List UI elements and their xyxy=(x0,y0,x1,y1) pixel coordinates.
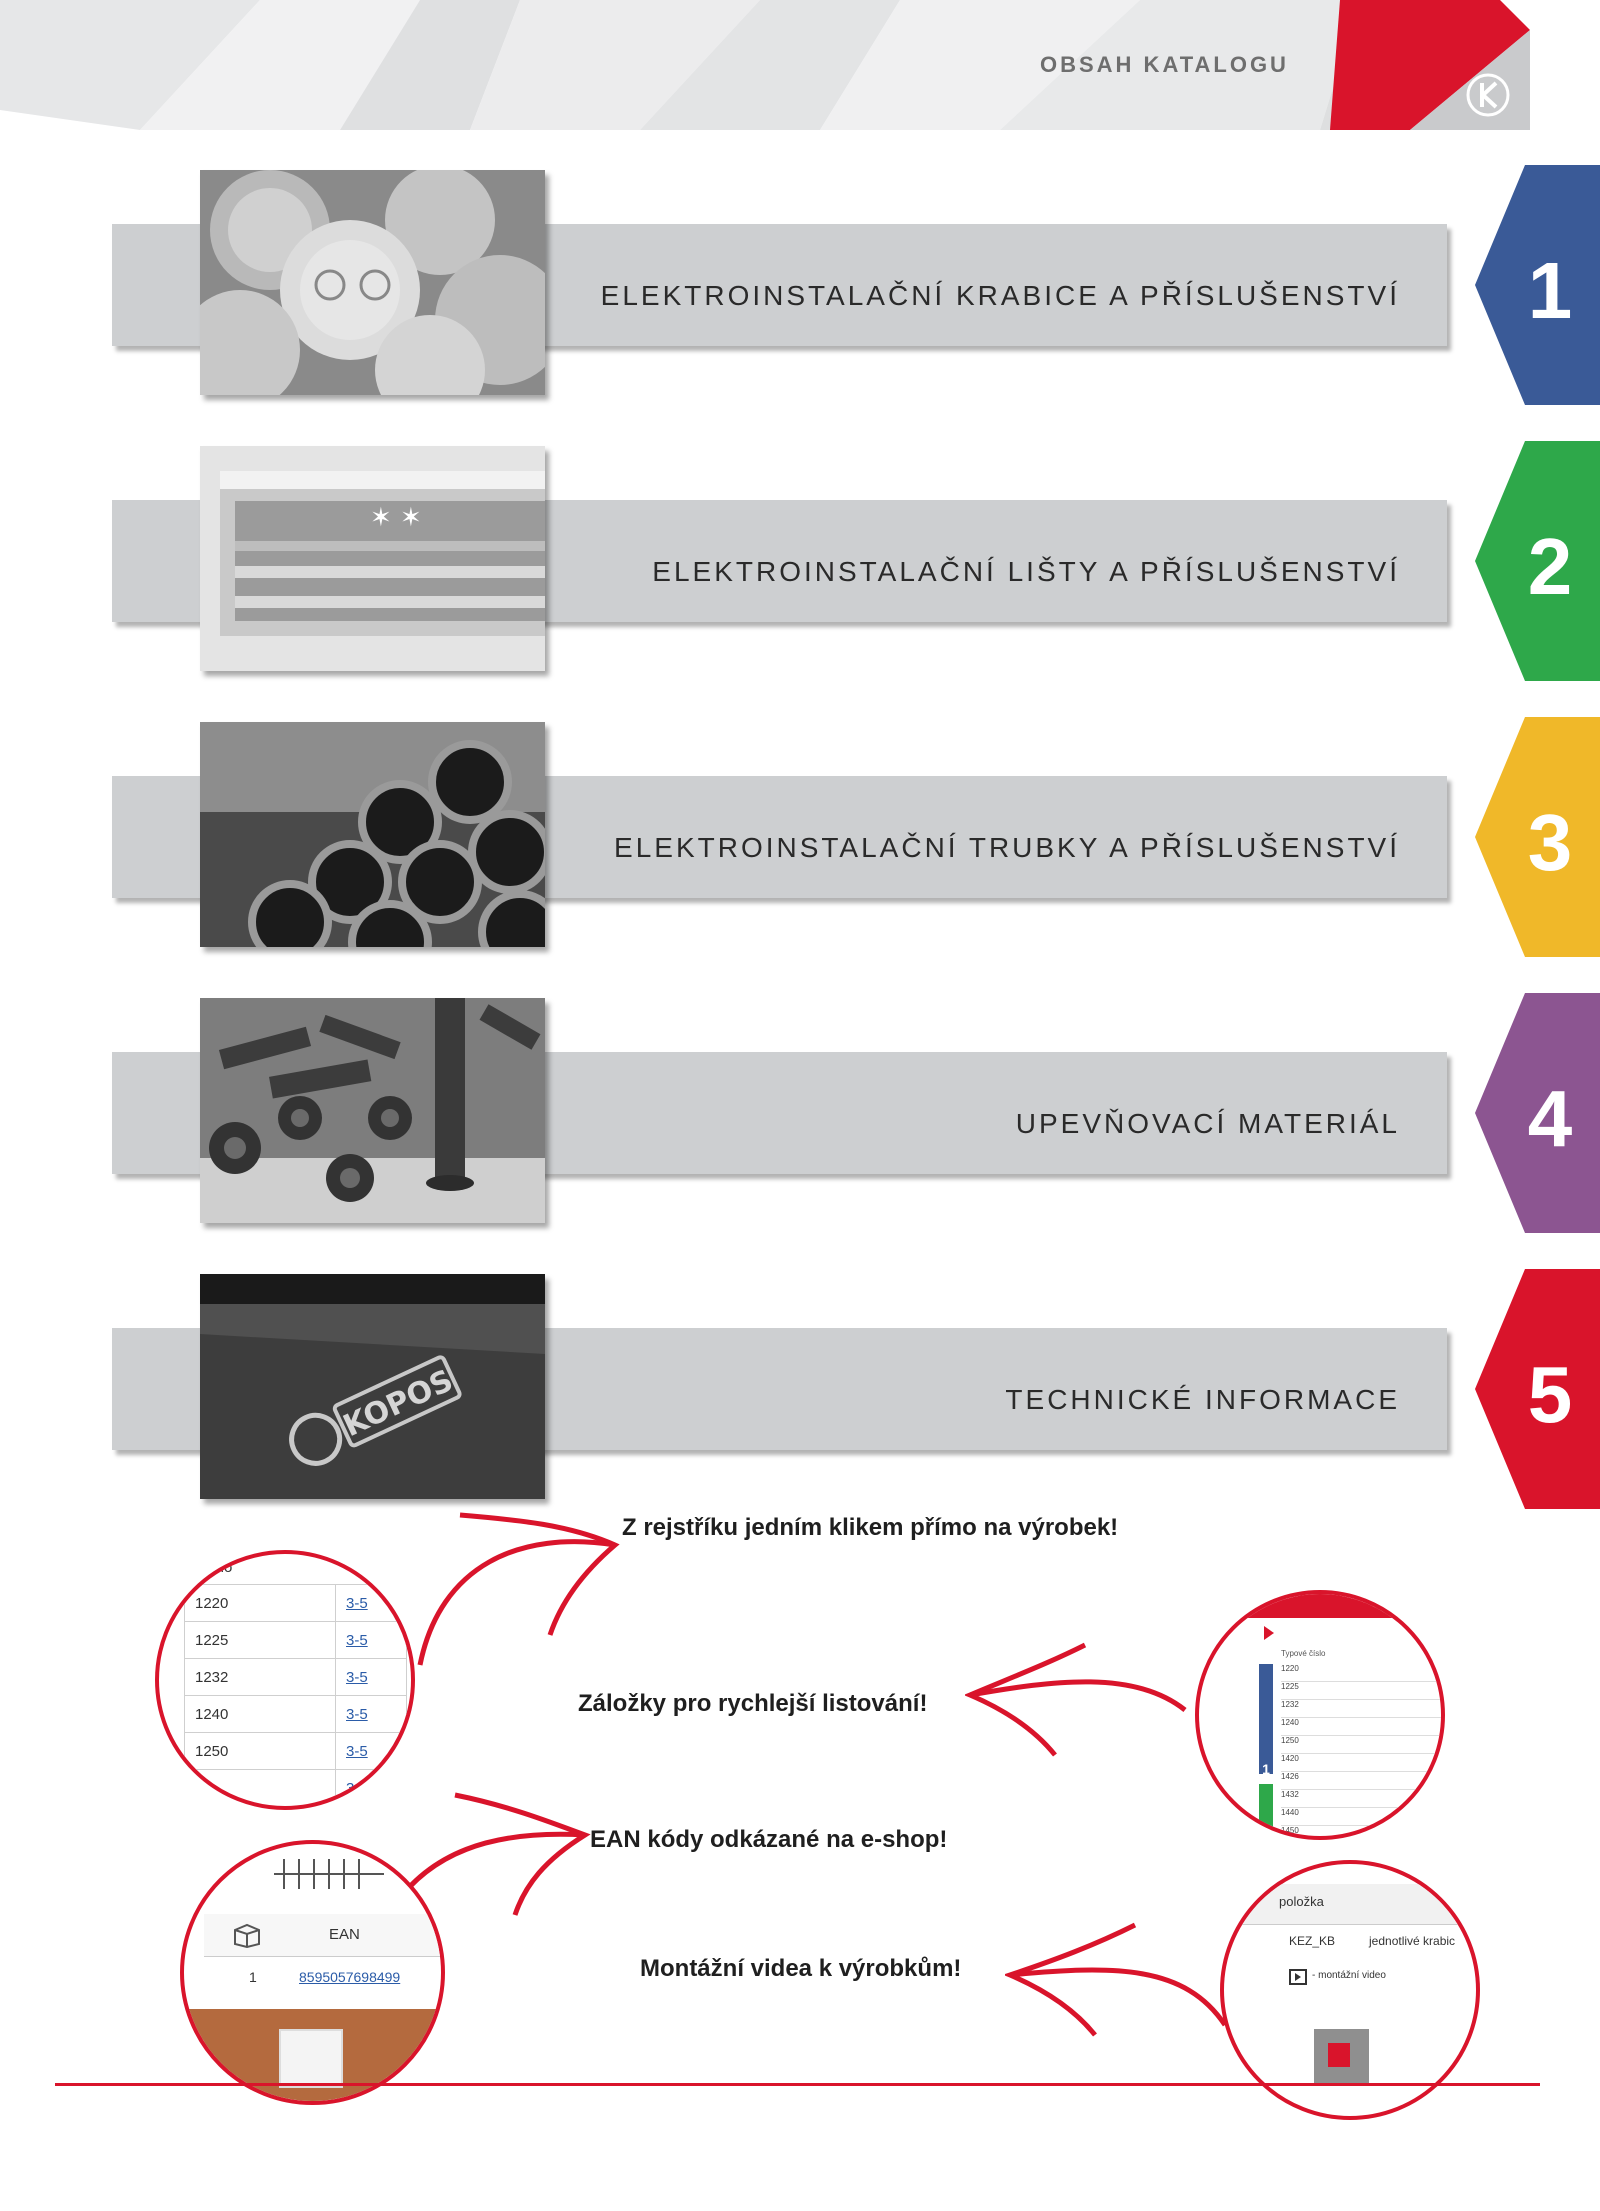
table-row: 1232 xyxy=(1281,1700,1441,1718)
arrow-icon xyxy=(1005,1922,1228,2037)
chapter-tab-1[interactable] xyxy=(1475,165,1600,405)
footer-line xyxy=(55,2083,1540,2086)
section-title: ELEKTROINSTALAČNÍ LIŠTY A PŘÍSLUŠENSTVÍ xyxy=(652,556,1400,587)
page-link[interactable]: 3-4 xyxy=(335,1769,407,1806)
section-title: UPEVŇOVACÍ MATERIÁL xyxy=(1015,1108,1400,1139)
kopos-logo-photo: KOPOS xyxy=(200,1274,545,1499)
page-link[interactable]: 3-5 xyxy=(335,1732,407,1770)
chapter-tab-2[interactable] xyxy=(1475,441,1600,681)
socket-shape xyxy=(279,2029,343,2088)
arrow-icon xyxy=(417,1512,620,1666)
promo-videos-text: Montážní videa k výrobkům! xyxy=(640,1955,962,1982)
video-magnifier: položka KEZ_KB jednotlivé krabic - montá… xyxy=(1220,1860,1480,2120)
arrow-icon xyxy=(965,1642,1187,1757)
chapter-tab-4[interactable] xyxy=(1475,993,1600,1233)
chapter-tab-5[interactable] xyxy=(1475,1269,1600,1509)
video-row-code: KEZ_KB xyxy=(1289,1934,1336,1948)
table-row: 1440 xyxy=(1281,1808,1441,1826)
kopos-k-logo-icon xyxy=(1466,73,1510,117)
table-row: 1225 xyxy=(1281,1682,1441,1700)
fasteners-photo xyxy=(200,998,545,1223)
triangle-icon xyxy=(1264,1626,1274,1640)
page-link[interactable]: 3-5 xyxy=(335,1584,407,1622)
video-thumbnail-button[interactable] xyxy=(1314,2029,1369,2084)
table-row: 1450 xyxy=(1281,1826,1441,1836)
conduit-pipes-photo xyxy=(200,722,545,947)
svg-text:✶ ✶: ✶ ✶ xyxy=(370,503,422,533)
grid-icon xyxy=(274,1859,384,1889)
video-column-label: položka xyxy=(1279,1894,1324,1909)
promo-ean-text: EAN kódy odkázané na e-shop! xyxy=(590,1826,948,1853)
video-row-desc: jednotlivé krabic xyxy=(1369,1934,1456,1948)
table-cell: 1220 xyxy=(184,1584,336,1622)
section-1[interactable]: ELEKTROINSTALAČNÍ KRABICE A PŘÍSLUŠENSTV… xyxy=(0,165,1600,410)
table-cell: 1225 xyxy=(184,1621,336,1659)
bookmark-tab-2[interactable]: 2 xyxy=(1259,1784,1273,1836)
table-cell: 20 xyxy=(184,1769,336,1806)
chapter-number: 3 xyxy=(1527,798,1573,887)
chapter-number: 1 xyxy=(1527,246,1573,335)
table-row: 1432 xyxy=(1281,1790,1441,1808)
page-link[interactable]: 3-5 xyxy=(335,1621,407,1659)
chapter-number: 5 xyxy=(1527,1350,1573,1439)
ean-column-label: EAN xyxy=(329,1926,360,1943)
installation-photo xyxy=(184,2009,441,2101)
table-row: 1426 xyxy=(1281,1772,1441,1790)
table-row: 1220 xyxy=(1281,1664,1441,1682)
section-title: ELEKTROINSTALAČNÍ TRUBKY A PŘÍSLUŠENSTVÍ xyxy=(614,832,1400,863)
table-cell: 1240 xyxy=(184,1695,336,1733)
promo-index-link-text: Z rejstříku jedním klikem přímo na výrob… xyxy=(622,1514,1119,1541)
section-2[interactable]: ✶ ✶ ELEKTROINSTALAČNÍ LIŠTY A PŘÍSLUŠENS… xyxy=(0,441,1600,686)
video-thumbnail-icon xyxy=(1328,2043,1350,2067)
table-cell: 1232 xyxy=(184,1658,336,1696)
cable-trunking-photo: ✶ ✶ xyxy=(200,446,545,671)
chapter-tab-3[interactable] xyxy=(1475,717,1600,957)
chapter-number: 2 xyxy=(1527,522,1573,611)
box-icon xyxy=(234,1923,260,1948)
section-4[interactable]: UPEVŇOVACÍ MATERIÁL 4 xyxy=(0,993,1600,1238)
chapter-number: 4 xyxy=(1527,1074,1573,1163)
section-title: ELEKTROINSTALAČNÍ KRABICE A PŘÍSLUŠENSTV… xyxy=(600,280,1400,311)
table-row: 1250 xyxy=(1281,1736,1441,1754)
page-link[interactable]: 3-5 xyxy=(335,1695,407,1733)
junction-boxes-photo xyxy=(200,170,545,395)
table-cell: 1250 xyxy=(184,1732,336,1770)
page-header-strip xyxy=(1199,1594,1441,1618)
index-table-header: o číslo xyxy=(189,1559,233,1576)
ean-magnifier: EAN 1 8595057698499 xyxy=(180,1840,445,2105)
header-background xyxy=(0,0,1530,130)
video-label: - montážní video xyxy=(1312,1970,1386,1981)
catalog-title: OBSAH KATALOGU xyxy=(1040,52,1289,77)
promo-bookmarks-text: Záložky pro rychlejší listování! xyxy=(578,1690,928,1717)
table-row: 1420 xyxy=(1281,1754,1441,1772)
ean-code-link[interactable]: 8595057698499 xyxy=(299,1969,401,1985)
ean-table-header xyxy=(204,1914,441,1957)
play-icon[interactable] xyxy=(1289,1969,1307,1985)
video-table-header xyxy=(1224,1884,1476,1925)
section-3[interactable]: ELEKTROINSTALAČNÍ TRUBKY A PŘÍSLUŠENSTVÍ… xyxy=(0,717,1600,962)
page-link[interactable]: 3-5 xyxy=(335,1658,407,1696)
table-row: 1240 xyxy=(1281,1718,1441,1736)
section-5[interactable]: KOPOS TECHNICKÉ INFORMACE 5 xyxy=(0,1269,1600,1514)
section-title: TECHNICKÉ INFORMACE xyxy=(1005,1384,1400,1415)
ean-quantity: 1 xyxy=(249,1969,257,1985)
bookmark-tab-1[interactable]: 1 xyxy=(1259,1664,1273,1777)
column-header: Typové číslo xyxy=(1281,1649,1326,1658)
